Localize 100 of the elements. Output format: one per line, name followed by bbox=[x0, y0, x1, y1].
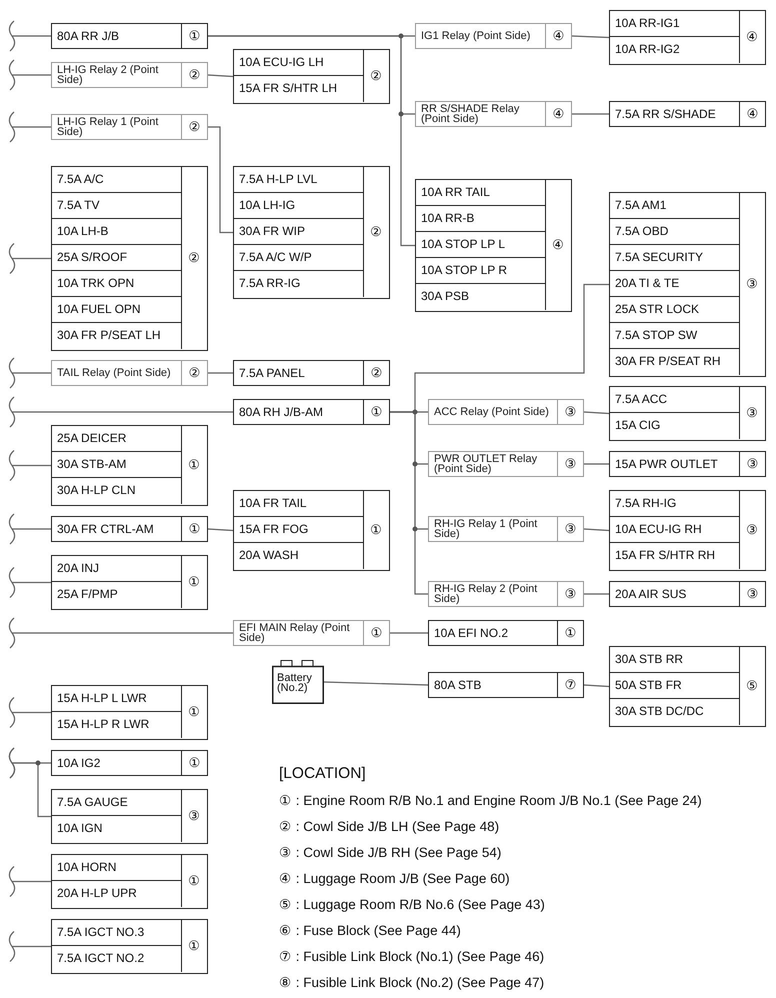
fuse-row: 7.5A RR-IG bbox=[234, 271, 364, 297]
connector-line bbox=[8, 59, 52, 91]
connector-line bbox=[8, 513, 52, 545]
location-number: ② bbox=[187, 250, 201, 268]
connector-line bbox=[584, 593, 609, 595]
connector-line bbox=[390, 284, 609, 413]
fuse-label: 15A PWR OUTLET bbox=[614, 456, 719, 473]
fuse-block bbox=[51, 789, 208, 844]
location-number: ② bbox=[369, 224, 383, 242]
relay-label: EFI MAIN Relay (Point Side) bbox=[238, 621, 351, 645]
relay-label: PWR OUTLET Relay (Point Side) bbox=[433, 452, 538, 476]
legend-entry: ⑧ : Fusible Link Block (No.2) (See Page 47) bbox=[279, 974, 544, 990]
connector-line bbox=[8, 242, 52, 274]
fuse-row: 15A H-LP L LWR bbox=[52, 686, 182, 712]
battery bbox=[272, 660, 324, 704]
fuse-row: 7.5A A/C bbox=[52, 167, 182, 193]
location-number: ① bbox=[187, 704, 201, 722]
location-number: ② bbox=[369, 68, 383, 86]
fuse-block bbox=[609, 490, 766, 571]
fuse-block bbox=[233, 399, 390, 425]
fuse-label: 80A RH J/B-AM bbox=[238, 404, 324, 421]
fuse-row: 15A CIG bbox=[610, 413, 740, 439]
connector-line bbox=[8, 696, 52, 728]
fuse-row: 10A FR TAIL bbox=[234, 491, 364, 517]
fuse-block bbox=[428, 672, 584, 698]
fuse-row: 20A TI & TE bbox=[610, 271, 740, 297]
fuse-row: 10A RR TAIL bbox=[416, 180, 546, 206]
location-number: ③ bbox=[745, 522, 759, 540]
connector-line bbox=[584, 684, 610, 688]
fuse-row: 10A RR-B bbox=[416, 206, 546, 232]
location-number: ① bbox=[187, 938, 201, 956]
fuse-row: 30A STB DC/DC bbox=[610, 699, 740, 725]
relay-block bbox=[428, 581, 584, 607]
connector-line bbox=[572, 113, 609, 115]
fuse-row: 10A IGN bbox=[52, 816, 182, 842]
fuse-row: 7.5A GAUGE bbox=[52, 790, 182, 816]
location-number: ③ bbox=[187, 808, 201, 826]
fuse-row: 7.5A IGCT NO.3 bbox=[52, 920, 182, 946]
location-number: ① bbox=[181, 751, 207, 775]
relay-label: RH-IG Relay 2 (Point Side) bbox=[433, 582, 538, 606]
location-number: ① bbox=[363, 400, 389, 424]
fuse-block bbox=[51, 750, 208, 776]
location-number: ① bbox=[187, 873, 201, 891]
fuse-block bbox=[609, 192, 766, 377]
fuse-row: 30A FR WIP bbox=[234, 219, 364, 245]
fuse-row: 10A LH-IG bbox=[234, 193, 364, 219]
fuse-row: 10A FUEL OPN bbox=[52, 297, 182, 323]
connector-line bbox=[390, 632, 428, 634]
fuse-label: 10A IG2 bbox=[56, 755, 102, 772]
connector-line bbox=[584, 411, 610, 414]
fuse-block bbox=[609, 386, 766, 441]
fuse-row: 20A INJ bbox=[52, 556, 182, 582]
fuse-row: 10A TRK OPN bbox=[52, 271, 182, 297]
connector-line bbox=[8, 20, 52, 52]
relay-label: ACC Relay (Point Side) bbox=[433, 405, 550, 420]
location-number: ④ bbox=[739, 102, 765, 126]
fuse-block bbox=[51, 854, 208, 909]
fuse-block bbox=[609, 101, 766, 127]
legend-heading: [LOCATION] bbox=[279, 765, 366, 783]
fuse-block bbox=[51, 23, 208, 49]
fuse-row: 10A RR-IG2 bbox=[610, 37, 740, 63]
fuse-row: 10A STOP LP L bbox=[416, 232, 546, 258]
connector-line bbox=[8, 111, 52, 143]
relay-block bbox=[415, 23, 572, 49]
legend-entry: ③ : Cowl Side J/B RH (See Page 54) bbox=[279, 844, 502, 860]
location-number: ④ bbox=[745, 29, 759, 47]
fuse-block bbox=[415, 179, 572, 312]
fuse-row: 20A H-LP UPR bbox=[52, 881, 182, 907]
location-number: ② bbox=[181, 361, 207, 385]
fuse-row: 7.5A AM1 bbox=[610, 193, 740, 219]
location-number: ③ bbox=[557, 452, 583, 476]
fuse-block bbox=[233, 360, 390, 386]
fuse-row: 50A STB FR bbox=[610, 673, 740, 699]
fuse-row: 25A DEICER bbox=[52, 426, 182, 452]
relay-block bbox=[233, 620, 390, 646]
location-number: ③ bbox=[557, 517, 583, 541]
fuse-block bbox=[233, 166, 390, 299]
fuse-row: 20A WASH bbox=[234, 543, 364, 569]
legend-entry: ② : Cowl Side J/B LH (See Page 48) bbox=[279, 818, 500, 834]
connector-line bbox=[8, 566, 52, 598]
connector-line bbox=[208, 74, 234, 78]
relay-label: IG1 Relay (Point Side) bbox=[420, 29, 532, 44]
relay-label: LH-IG Relay 1 (Point Side) bbox=[56, 115, 160, 139]
relay-block bbox=[51, 114, 208, 140]
connector-line bbox=[8, 450, 52, 482]
fuse-row: 25A S/ROOF bbox=[52, 245, 182, 271]
location-number: ② bbox=[181, 63, 207, 87]
relay-block bbox=[51, 62, 208, 88]
fuse-block bbox=[51, 555, 208, 610]
location-number: ① bbox=[557, 621, 583, 645]
location-number: ② bbox=[363, 361, 389, 385]
relay-block bbox=[428, 399, 584, 425]
legend-entry: ⑥ : Fuse Block (See Page 44) bbox=[279, 922, 461, 938]
location-number: ① bbox=[369, 522, 383, 540]
fuse-row: 7.5A A/C W/P bbox=[234, 245, 364, 271]
location-number: ③ bbox=[557, 582, 583, 606]
location-number: ④ bbox=[545, 102, 571, 126]
fuse-row: 30A H-LP CLN bbox=[52, 478, 182, 504]
location-number: ⑦ bbox=[557, 673, 583, 697]
fuse-row: 15A H-LP R LWR bbox=[52, 712, 182, 738]
